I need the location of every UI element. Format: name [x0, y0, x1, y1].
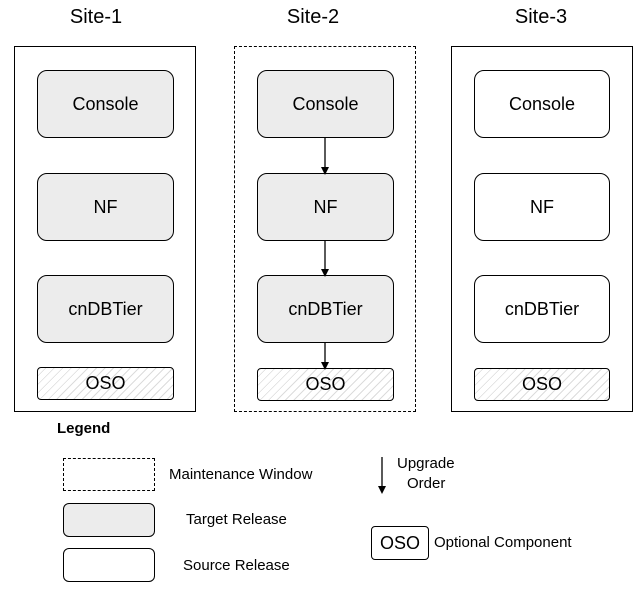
site-3-oso: OSO	[474, 368, 610, 401]
legend-upgrade-order-line1: Upgrade	[397, 455, 455, 472]
legend-source-release-swatch	[63, 548, 155, 582]
site-1-title: Site-1	[69, 6, 123, 28]
site-1-oso: OSO	[37, 367, 174, 400]
legend-target-release-swatch	[63, 503, 155, 537]
legend-upgrade-order-line2: Order	[407, 475, 446, 492]
site-3-console: Console	[474, 70, 610, 138]
site-1-nf: NF	[37, 173, 174, 241]
site-3-nf: NF	[474, 173, 610, 241]
legend-maintenance-window-swatch	[63, 458, 155, 491]
site-3-container	[451, 46, 633, 412]
site-3-cndbtier: cnDBTier	[474, 275, 610, 343]
site-1-cndbtier: cnDBTier	[37, 275, 174, 343]
site-2-title: Site-2	[286, 6, 340, 28]
site-2-oso: OSO	[257, 368, 394, 401]
site-3-title: Site-3	[514, 6, 568, 28]
legend-optional-sample: OSO	[371, 526, 429, 560]
site-2-console: Console	[257, 70, 394, 138]
site-2-cndbtier: cnDBTier	[257, 275, 394, 343]
site-1-console: Console	[37, 70, 174, 138]
legend-target-release-label: Target Release	[186, 511, 287, 528]
legend-source-release-label: Source Release	[183, 557, 290, 574]
site-2-container	[234, 46, 416, 412]
site-1-container	[14, 46, 196, 412]
legend-optional-component-label: Optional Component	[434, 534, 572, 551]
legend-maintenance-window-label: Maintenance Window	[169, 466, 313, 483]
site-2-nf: NF	[257, 173, 394, 241]
legend-title: Legend	[57, 420, 111, 437]
